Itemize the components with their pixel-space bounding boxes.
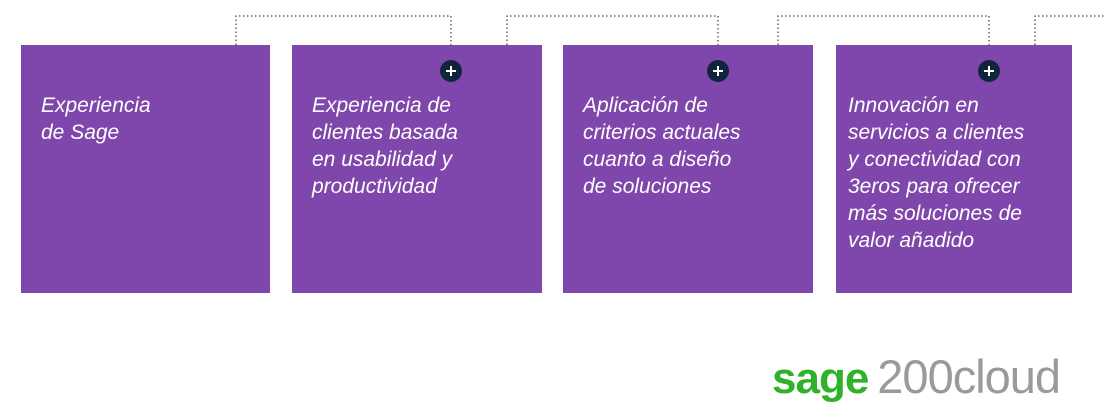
- card-label: Experiencia de Sage: [41, 94, 151, 144]
- card-innovacion: Innovación en servicios a clientes y con…: [836, 45, 1072, 293]
- sage-200cloud-logo: sage 200cloud: [772, 350, 1061, 404]
- card-usabilidad: Experiencia de clientes basada en usabil…: [292, 45, 542, 293]
- card-label: Aplicación de criterios actuales cuanto …: [583, 94, 741, 198]
- card-label: Experiencia de clientes basada en usabil…: [312, 94, 458, 198]
- logo-product: 200cloud: [877, 350, 1061, 403]
- plus-icon: [446, 66, 456, 76]
- card-diseno-soluciones: Aplicación de criterios actuales cuanto …: [563, 45, 813, 293]
- card-label: Innovación en servicios a clientes y con…: [848, 94, 1025, 252]
- logo-brand: sage: [772, 354, 869, 403]
- expand-button[interactable]: [440, 60, 462, 82]
- card-experiencia-sage: Experiencia de Sage: [21, 45, 270, 293]
- expand-button[interactable]: [978, 60, 1000, 82]
- expand-button[interactable]: [707, 60, 729, 82]
- plus-icon: [984, 66, 994, 76]
- plus-icon: [713, 66, 723, 76]
- connector-1-2: [235, 15, 452, 60]
- connector-4-next: [1034, 15, 1106, 45]
